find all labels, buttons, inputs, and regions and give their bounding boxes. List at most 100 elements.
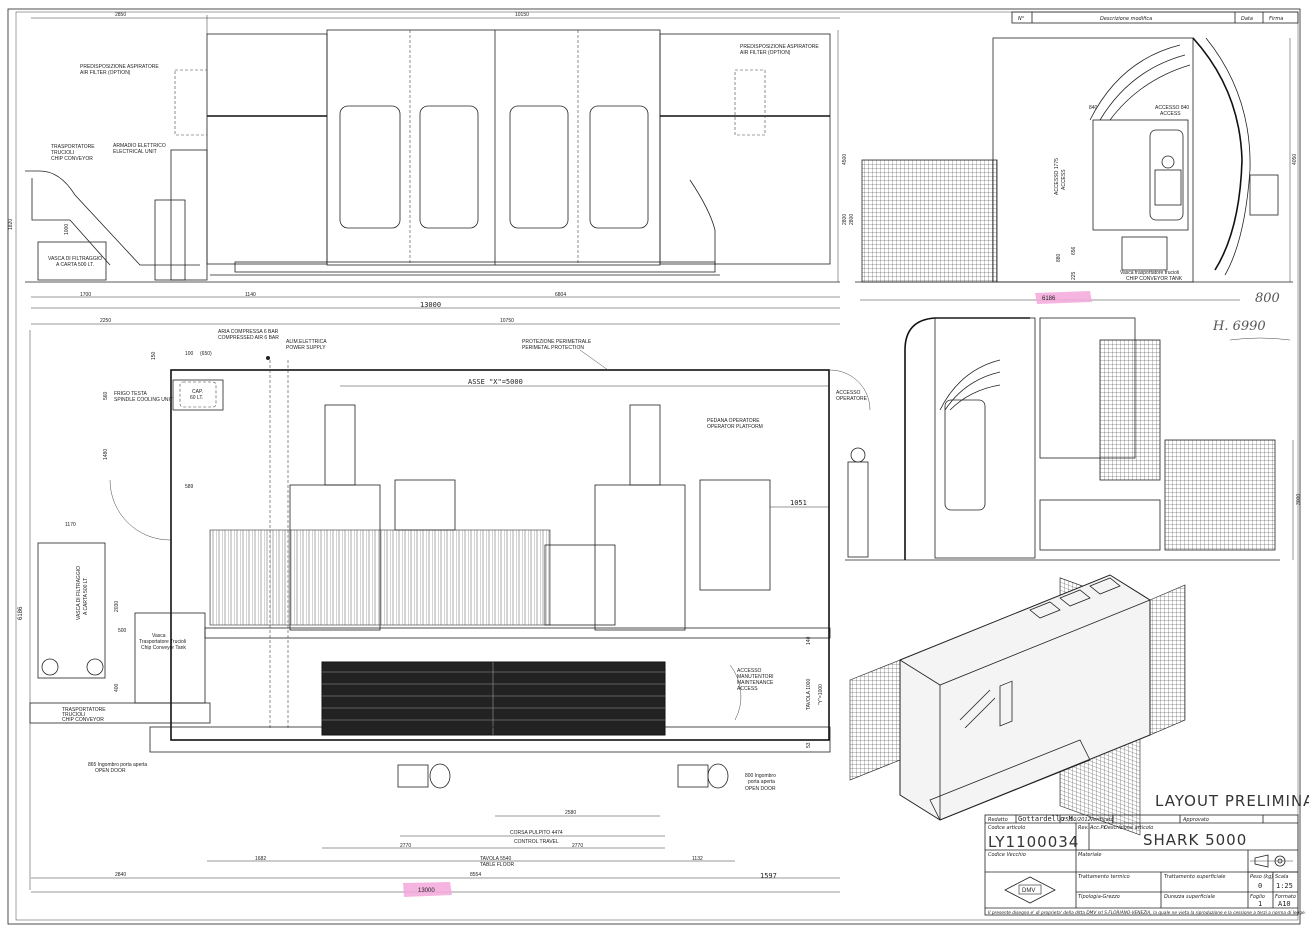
door-window: [419, 105, 479, 229]
label-plan-filter-tank-2: A CARTA 500 LT.: [83, 577, 89, 615]
label-compressed-air: ARIA COMPRESSA 6 BAR: [218, 329, 279, 335]
label-open-door-left: 865 Ingombro porta aperta: [88, 762, 147, 768]
weight-label: Peso (kg): [1250, 874, 1273, 880]
label-operator-platform: PEDANA OPERATORE: [707, 418, 760, 424]
revision-table: N° Descrizione modifica Data Firma: [1011, 11, 1299, 24]
dim-1700: 1700: [80, 292, 91, 298]
label-access-top-en: ACCESS: [1160, 111, 1181, 117]
isometric-view: [849, 574, 1186, 836]
label-cooler-capacity-2: 60 LT.: [190, 395, 203, 401]
label-table-y: TAVOLA 1000: [806, 679, 812, 710]
dim-3000: 3000: [1296, 494, 1302, 505]
weight-value: 0: [1258, 882, 1262, 890]
dim-840: 840: [1089, 105, 1098, 111]
door-window: [339, 105, 401, 229]
label-chip-conveyor: TRASPORTATORE: [51, 144, 95, 150]
label-control-travel-en: CONTROL TRAVEL: [514, 839, 559, 845]
sheet-label: Foglio: [1250, 894, 1265, 900]
label-maintenance-access-en: MAINTENANCE: [737, 680, 774, 686]
label-open-door-right-2: porta aperta: [748, 779, 775, 785]
label-air-filter: PREDISPOSIZIONE ASPIRATORE: [80, 64, 159, 70]
revision-description-header: Descrizione modifica: [1100, 16, 1152, 22]
operator-console: [677, 764, 709, 788]
label-operator-access-en: OPERATORE: [836, 396, 868, 402]
label-electrical-unit-en: ELECTRICAL UNIT: [113, 149, 157, 155]
dim-1682: 1682: [255, 856, 266, 862]
revision-signature-header: Firma: [1269, 16, 1283, 22]
ownership-notice: Il presente disegno e' di proprieta' del…: [988, 910, 1306, 916]
label-chip-conveyor-tank-plan-2: Trasportatore Trucioli: [139, 639, 186, 645]
dim-2250: 2250: [100, 318, 111, 324]
label-control-travel: CORSA PULPITO 4474: [510, 830, 563, 836]
surface-treatment-label: Trattamento superficiale: [1164, 874, 1225, 880]
label-chip-conveyor-en: CHIP CONVEYOR: [51, 156, 93, 162]
material-label: Materiale: [1078, 852, 1101, 858]
label-maintenance-access-2: MANUTENTORI: [737, 674, 774, 680]
description-label: Descrizione articolo: [1104, 825, 1153, 831]
article-code: LY1100034: [988, 833, 1079, 851]
projection-symbol-icon: [1250, 854, 1293, 868]
operator-figure-head: [1161, 155, 1175, 169]
label-electrical-unit: ARMADIO ELETTRICO: [113, 143, 166, 149]
table-floor-grating: [321, 661, 666, 736]
label-cooler-capacity: CAP.: [192, 389, 203, 395]
drawn-by-label: Redatto: [988, 817, 1008, 823]
drawn-by: Gottardello M.: [1018, 815, 1077, 823]
label-filter-tank-2: A CARTA 500 LT.: [56, 262, 94, 268]
hardness-label: Durezza superficiale: [1164, 894, 1215, 900]
side-elevation-view: 840 ACCESSO 840 ACCESS ACCESSO 1775 ACCE…: [849, 37, 1298, 341]
dim-2770-left: 2770: [400, 843, 411, 849]
label-air-filter-right: PREDISPOSIZIONE ASPIRATORE: [740, 44, 819, 50]
layout-preliminary-label: LAYOUT PRELIMINARE: [1155, 792, 1309, 810]
dim-2030: 2030: [114, 601, 120, 612]
label-chip-conveyor-tank: Vasca trasportatore trucioli: [1120, 270, 1179, 276]
code-label: Codice articolo: [988, 825, 1025, 831]
label-spindle-cooling-en: SPINDLE COOLING UNIT: [114, 397, 173, 403]
dim-400: 400: [114, 683, 120, 692]
label-power-supply-en: POWER SUPPLY: [286, 345, 326, 351]
dim-1051: 1051: [790, 499, 807, 507]
highlight-marker: [1035, 291, 1092, 304]
label-perimeter-protection: PROTEZIONE PERIMETRALE: [522, 339, 592, 345]
dim-1000: 1000: [64, 224, 70, 235]
label-axis-x: ASSE "X"=5000: [468, 378, 523, 386]
format-label: Formato: [1275, 894, 1296, 900]
label-compressed-air-en: COMPRESSED AIR 6 BAR: [218, 335, 279, 341]
sheet-border-outer: [7, 8, 1301, 925]
label-air-filter-right-en: AIR FILTER (OPTION): [740, 50, 791, 56]
dim-500: 500: [118, 628, 127, 634]
dim-4050: 4050: [1292, 154, 1298, 165]
dim-2770-right: 2770: [572, 843, 583, 849]
label-access-side-en: ACCESS: [1061, 169, 1067, 190]
handwritten-total-height: H. 6990: [1212, 319, 1266, 334]
revision-date-header: Data: [1241, 16, 1253, 22]
label-operator-platform-en: OPERATOR PLATFORM: [707, 424, 763, 430]
dim-2580: 2580: [565, 810, 576, 816]
drawn-date: 25/10/2012: [1062, 817, 1091, 823]
dim-650: (650): [200, 351, 212, 357]
dim-880: 880: [1056, 253, 1062, 262]
dim-2800-side: 2800: [849, 214, 855, 225]
dim-1480: 1480: [103, 449, 109, 460]
dim-1132: 1132: [692, 856, 703, 862]
label-open-door-right: 800 Ingombro: [745, 773, 776, 779]
label-operator-access: ACCESSO: [836, 390, 861, 396]
label-filter-tank: VASCA DI FILTRAGGIO: [48, 256, 102, 262]
label-table-floor-en: TABLE FLOOR: [480, 862, 514, 868]
old-code-label: Codice Vecchio: [988, 852, 1026, 858]
label-power-supply: ALIM.ELETTRICA: [286, 339, 327, 345]
scale-value: 1:25: [1276, 882, 1293, 890]
label-plan-filter-tank: VASCA DI FILTRAGGIO: [76, 566, 82, 620]
side-view-operator: 3000: [845, 317, 1302, 561]
label-perimeter-protection-en: PERIMETAL PROTECTION: [522, 345, 584, 351]
label-chip-conveyor-tank-plan-en: Chip Conveyor Tank: [141, 645, 186, 651]
dim-53: 53: [806, 742, 812, 748]
label-chip-conveyor-2: TRUCIOLI: [51, 150, 74, 156]
label-chip-conveyor-tank-plan: Vasca: [152, 633, 166, 639]
plan-view: 2250 10750 CAP. 60 LT. ASSE "X"=5000: [18, 318, 871, 897]
dim-2800: 2800: [842, 214, 848, 225]
label-spindle-cooling: FRIGO TESTA: [114, 391, 148, 397]
front-elevation-view: 2850 10150 PREDISPOSIZIONE ASPIRATORE AI…: [8, 12, 848, 309]
label-chip-conveyor-tank-en: CHIP CONVEYOR TANK: [1126, 276, 1183, 282]
operator-console: [397, 764, 429, 788]
